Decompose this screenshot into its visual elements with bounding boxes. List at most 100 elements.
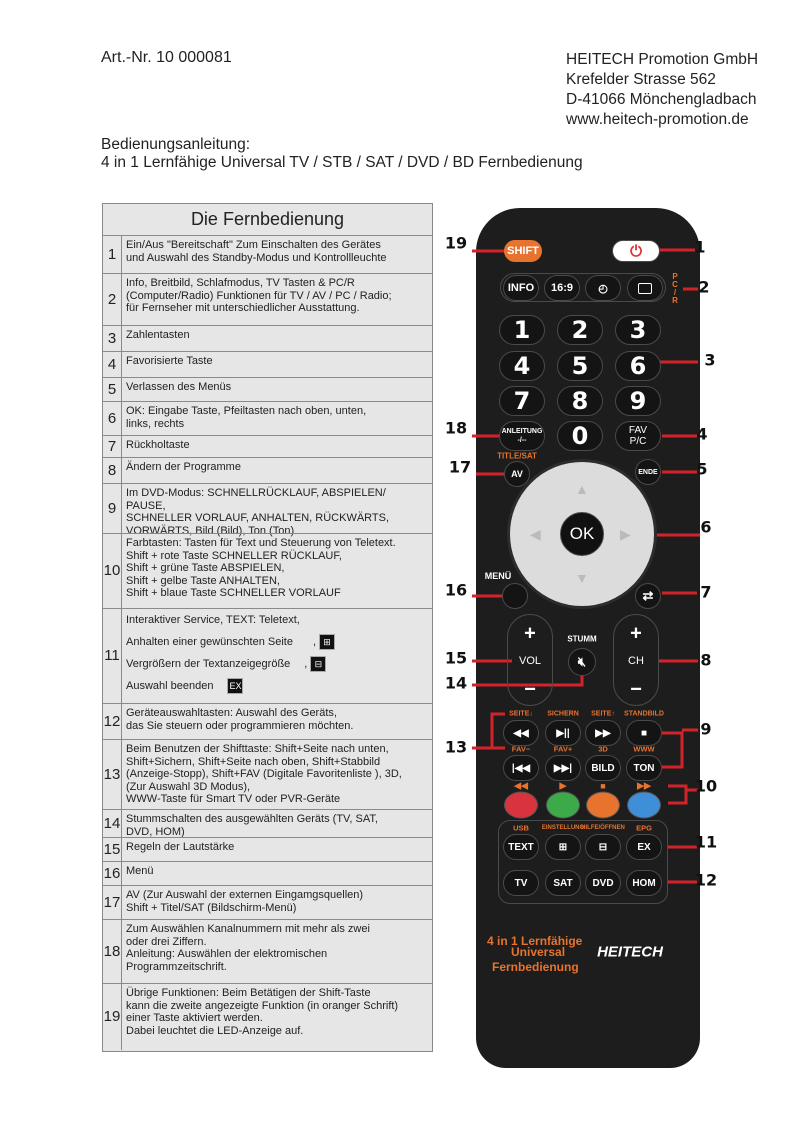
row-text: Ändern der Programme <box>126 461 241 473</box>
menu-button[interactable] <box>502 583 528 609</box>
shift-label: FAV+ <box>553 744 573 754</box>
digit-1-button[interactable]: 1 <box>499 315 545 345</box>
arrow-right-button[interactable]: ▶ <box>620 526 631 542</box>
digit-9-button[interactable]: 9 <box>615 386 661 416</box>
company-address: HEITECH Promotion GmbH Krefelder Strasse… <box>566 50 758 130</box>
volume-rocker[interactable] <box>507 614 553 706</box>
return-button[interactable]: ⇄ <box>635 583 661 609</box>
teletext-button[interactable]: ⊟ <box>585 834 621 860</box>
hold-page-icon: ⊞ <box>319 634 336 651</box>
device-button[interactable]: TV <box>503 870 539 896</box>
device-button[interactable]: SAT <box>545 870 581 896</box>
power-button[interactable]: ⏻ <box>612 240 660 262</box>
row-text: Interaktiver Service, TEXT: Teletext, Anh… <box>126 609 428 697</box>
callout-number: 2 <box>698 277 710 297</box>
function-group <box>500 273 666 302</box>
exit-button[interactable]: ENDE <box>635 459 661 485</box>
info-button[interactable]: INFO <box>503 275 539 301</box>
arrow-left-button[interactable]: ◀ <box>530 526 541 542</box>
arrow-up-button[interactable]: ▲ <box>575 481 589 497</box>
color-button-4[interactable] <box>627 791 661 819</box>
shift-label: 3D <box>598 744 608 754</box>
media-button[interactable]: ▶▶ <box>585 720 621 746</box>
arrow-down-button[interactable]: ▼ <box>575 570 589 586</box>
digit-3-button[interactable]: 3 <box>615 315 661 345</box>
teletext-button[interactable]: TEXT <box>503 834 539 860</box>
digit-7-button[interactable]: 7 <box>499 386 545 416</box>
company-website[interactable]: www.heitech-promotion.de <box>566 111 749 128</box>
media-button[interactable]: |◀◀ <box>503 755 539 781</box>
row-line: Auswahl beenden <box>126 680 214 692</box>
digit-5-button[interactable]: 5 <box>557 351 603 381</box>
row-text: Regeln der Lautstärke <box>126 841 235 853</box>
doc-subtitle: 4 in 1 Lernfähige Universal TV / STB / S… <box>101 154 583 171</box>
row-text: Verlassen des Menüs <box>126 381 232 393</box>
enlarge-text-icon: ⊟ <box>310 656 327 673</box>
media-button[interactable]: ■ <box>626 720 662 746</box>
shift-button[interactable]: SHIFT <box>504 240 542 262</box>
row-line: Interaktiver Service, TEXT: Teletext, <box>126 614 300 626</box>
media-button[interactable]: TON <box>626 755 662 781</box>
row-number: 1 <box>103 236 122 274</box>
teletext-button[interactable]: EX <box>626 834 662 860</box>
company-street: Krefelder Strasse 562 <box>566 71 716 88</box>
sleep-timer-icon: ◴ <box>598 282 608 295</box>
screen-icon <box>638 282 652 294</box>
guide-button[interactable]: ANLEITUNG -/-- <box>499 421 545 451</box>
row-text: Zum Auswählen Kanalnummern mit mehr als … <box>126 923 370 973</box>
device-button[interactable]: HOM <box>626 870 662 896</box>
row-text: Favorisierte Taste <box>126 355 213 367</box>
color-button-1[interactable] <box>504 791 538 819</box>
row-line: Vergrößern der Textanzeigegröße <box>126 658 291 670</box>
sleep-button[interactable]: ◴ <box>585 275 621 301</box>
media-button[interactable]: BILD <box>585 755 621 781</box>
mute-button[interactable]: 🔇︎ <box>568 648 596 676</box>
ok-button[interactable]: OK <box>560 512 604 556</box>
pcr-label: P C / R <box>672 272 678 305</box>
channel-rocker[interactable] <box>613 614 659 706</box>
callout-number: 6 <box>700 517 712 537</box>
callout-number: 1 <box>694 237 706 257</box>
mute-icon: 🔇︎ <box>577 654 587 669</box>
callout-number: 12 <box>694 870 718 890</box>
row-number: 13 <box>103 740 122 810</box>
color-button-3[interactable] <box>586 791 620 819</box>
media-button[interactable]: ▶▶| <box>545 755 581 781</box>
widescreen-button[interactable]: 16:9 <box>544 275 580 301</box>
teletext-button[interactable]: ⊞ <box>545 834 581 860</box>
digit-0-button[interactable]: 0 <box>557 421 603 451</box>
digit-8-button[interactable]: 8 <box>557 386 603 416</box>
callout-number: 4 <box>696 424 708 444</box>
row-number: 17 <box>103 886 122 920</box>
digit-2-button[interactable]: 2 <box>557 315 603 345</box>
channel-up-button: + <box>630 622 642 645</box>
digit-6-button[interactable]: 6 <box>615 351 661 381</box>
row-text: Ein/Aus "Bereitschaft" Zum Einschalten d… <box>126 239 387 264</box>
fav-button[interactable]: FAV P/C <box>615 421 661 451</box>
digit-4-button[interactable]: 4 <box>499 351 545 381</box>
row-text: Stummschalten des ausgewählten Geräts (T… <box>126 813 378 838</box>
color-button-2[interactable] <box>546 791 580 819</box>
row-text: Menü <box>126 865 154 877</box>
volume-label: VOL <box>518 655 542 667</box>
row-line: Anhalten einer gewünschten Seite <box>126 636 293 648</box>
row-number: 12 <box>103 704 122 740</box>
channel-label: CH <box>628 655 644 667</box>
media-button[interactable]: ▶|| <box>545 720 581 746</box>
return-icon: ⇄ <box>642 588 654 603</box>
shift-label: STANDBILD <box>624 710 664 718</box>
av-button[interactable]: AV <box>504 461 530 487</box>
media-button[interactable]: ◀◀ <box>503 720 539 746</box>
exit-icon: EX <box>227 678 244 695</box>
row-number: 8 <box>103 458 122 484</box>
device-button[interactable]: DVD <box>585 870 621 896</box>
row-number: 3 <box>103 326 122 352</box>
tv-mode-button[interactable] <box>627 275 663 301</box>
